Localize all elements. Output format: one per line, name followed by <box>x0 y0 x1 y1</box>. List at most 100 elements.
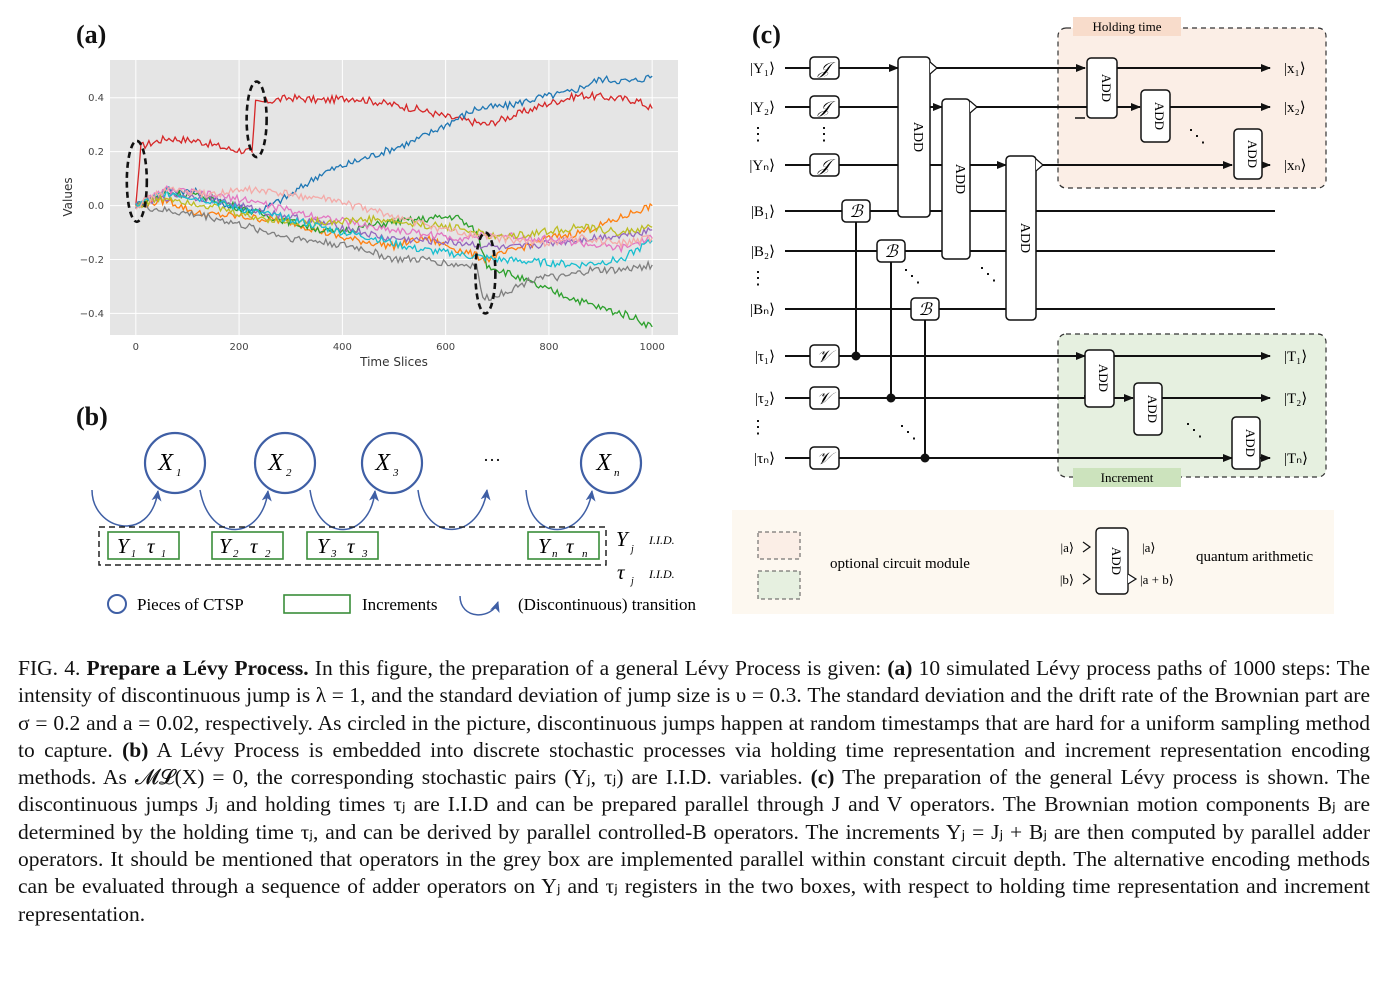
series-line <box>135 187 653 270</box>
svg-text:ADD: ADD <box>1245 140 1260 168</box>
x-axis-label: Time Slices <box>359 355 428 369</box>
series-line <box>135 184 653 249</box>
b-gates: ℬ ℬ ℬ <box>841 199 940 321</box>
svg-text:|x₂⟩: |x₂⟩ <box>1284 100 1306 116</box>
increment-tag-label: Increment <box>1101 470 1154 485</box>
y-tick-label: 0.0 <box>88 201 104 212</box>
diagonal-ellipses: ⋱ ⋱ ⋱ ⋱ ⋱ <box>899 126 1206 442</box>
y-tick-label: 0.2 <box>88 147 104 158</box>
svg-text:τ: τ <box>617 560 626 584</box>
svg-text:n: n <box>582 548 588 560</box>
increment-tag <box>1073 468 1181 487</box>
caption-a-text: 10 simulated Lévy process paths of 1000 … <box>18 656 1371 762</box>
svg-text:|b⟩: |b⟩ <box>1060 572 1074 587</box>
svg-text:ADD: ADD <box>1243 429 1258 457</box>
svg-text:ℬ: ℬ <box>849 202 864 221</box>
series-line <box>135 194 653 242</box>
svg-text:Y: Y <box>117 534 131 558</box>
states-ellipsis: ··· <box>483 450 501 470</box>
svg-text:⋱: ⋱ <box>903 266 921 286</box>
svg-text:2: 2 <box>233 548 239 560</box>
svg-text:|a + b⟩: |a + b⟩ <box>1140 572 1174 587</box>
svg-text:Y: Y <box>538 534 552 558</box>
svg-text:τ: τ <box>347 534 356 558</box>
y-axis-label: Values <box>61 177 75 216</box>
svg-text:1: 1 <box>161 549 166 560</box>
jump-marker <box>245 80 268 159</box>
svg-text:⋮: ⋮ <box>749 268 767 288</box>
x-tick-label: 200 <box>230 342 249 353</box>
y-tick-label: −0.2 <box>80 255 104 266</box>
svg-text:j: j <box>629 576 634 587</box>
add-gates-main: ADD ADD ADD <box>897 56 1044 321</box>
svg-text:ADD: ADD <box>952 164 967 194</box>
increment-box-2: Y 2 τ 2 <box>211 531 284 560</box>
svg-text:|xₙ⟩: |xₙ⟩ <box>1284 158 1306 174</box>
svg-text:|B₂⟩: |B₂⟩ <box>751 244 775 260</box>
svg-text:|a⟩: |a⟩ <box>1142 540 1155 555</box>
x-tick-label: 600 <box>436 342 455 353</box>
caption-c-marker: (c) <box>810 765 835 790</box>
x-tick-label: 400 <box>333 342 352 353</box>
transition-arrows <box>91 489 596 531</box>
svg-text:I.I.D.: I.I.D. <box>648 567 675 581</box>
j-gates: 𝒥 𝒥 𝒥 <box>809 56 840 177</box>
svg-text:τ: τ <box>566 534 575 558</box>
series-line <box>135 90 653 206</box>
legend-increment-icon <box>283 594 351 614</box>
svg-text:2: 2 <box>265 548 271 560</box>
svg-text:ADD: ADD <box>910 122 925 152</box>
svg-text:j: j <box>629 544 634 555</box>
svg-text:1: 1 <box>131 549 136 560</box>
svg-text:⋮: ⋮ <box>815 124 833 144</box>
svg-text:⋱: ⋱ <box>979 264 997 284</box>
panel-label-a: (a) <box>76 20 107 49</box>
series-line <box>135 195 653 264</box>
svg-text:|τ₁⟩: |τ₁⟩ <box>755 349 775 365</box>
svg-text:|B₁⟩: |B₁⟩ <box>751 204 775 220</box>
svg-text:X: X <box>267 450 284 476</box>
output-labels: |x₁⟩ |x₂⟩ |xₙ⟩ |T₁⟩ |T₂⟩ |Tₙ⟩ <box>1284 61 1308 467</box>
caption-b-marker: (b) <box>122 737 149 762</box>
panel-b-diagram: X 1 X 2 X 3 ··· X n <box>91 431 697 616</box>
caption-fig-number: FIG. 4. <box>18 656 81 680</box>
jump-marker <box>125 139 149 224</box>
x-tick-label: 1000 <box>639 342 664 353</box>
svg-text:|τₙ⟩: |τₙ⟩ <box>754 451 775 467</box>
panel-label-b: (b) <box>76 402 108 431</box>
svg-text:3: 3 <box>361 548 368 560</box>
svg-text:X: X <box>374 450 391 476</box>
svg-text:ADD: ADD <box>1109 547 1124 575</box>
legend-holding-swatch <box>757 531 801 560</box>
legend-transition-icon <box>459 595 500 616</box>
x-tick-label: 0 <box>133 342 139 353</box>
ctsp-state-x2: X 2 <box>253 431 317 495</box>
caption-intro: In this figure, the preparation of a gen… <box>314 656 882 680</box>
x-tick-label: 800 <box>539 342 558 353</box>
svg-text:1: 1 <box>176 467 182 479</box>
legend-optional-label: optional circuit module <box>830 556 970 572</box>
figure-caption: FIG. 4. Prepare a Lévy Process. In this … <box>18 655 1370 928</box>
iid-labels: Y j I.I.D. τ j I.I.D. <box>616 527 675 587</box>
ctsp-state-xn: X n <box>579 431 643 495</box>
svg-text:|a⟩: |a⟩ <box>1061 540 1074 555</box>
series-line <box>135 185 653 254</box>
svg-text:ADD: ADD <box>1096 364 1111 392</box>
svg-text:ADD: ADD <box>1145 395 1160 423</box>
jump-markers <box>125 80 497 315</box>
series-line <box>135 202 653 302</box>
v-gates: 𝒱 𝒱 𝒱 <box>809 344 840 470</box>
vertical-ellipses: ⋮ ⋮ ⋮ ⋮ <box>749 124 833 437</box>
iid-increments-band <box>98 526 607 566</box>
holding-time-tag-label: Holding time <box>1093 19 1162 34</box>
caption-title: Prepare a Lévy Process. <box>86 656 309 680</box>
svg-text:ADD: ADD <box>1152 102 1167 130</box>
circuit-wires <box>785 64 1275 462</box>
increment-box-1: Y 1 τ 1 <box>107 531 180 560</box>
chart-series-group <box>135 74 653 330</box>
svg-text:|Bₙ⟩: |Bₙ⟩ <box>750 302 775 318</box>
svg-text:⋱: ⋱ <box>1188 126 1206 146</box>
y-tick-label: 0.4 <box>88 93 104 104</box>
plot-background <box>110 60 678 335</box>
